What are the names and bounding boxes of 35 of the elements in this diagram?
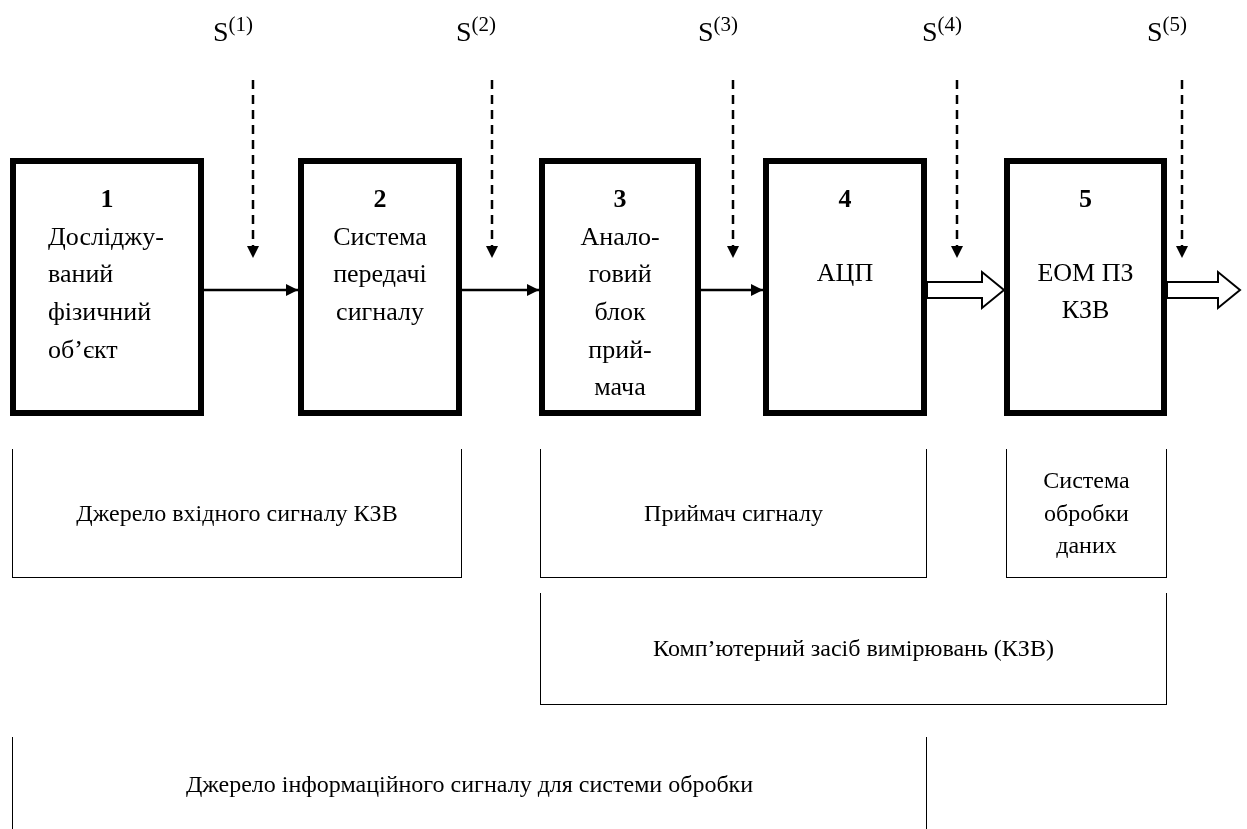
block-label: АЦП — [816, 256, 874, 289]
group-label: Приймач сигналу — [644, 498, 823, 528]
bracket-group — [1006, 449, 1167, 578]
hollow-arrow — [926, 269, 1006, 311]
process-box — [298, 158, 462, 416]
block-label: ЕОМ ПЗ КЗВ — [1036, 256, 1135, 327]
block-number: 5 — [1079, 183, 1092, 215]
group-label: Комп’ютерний засіб вимірювань (КЗВ) — [653, 634, 1054, 664]
bracket-group — [540, 449, 927, 578]
group-label: Система обробки даних — [1042, 466, 1131, 561]
block-label: Досліджу- ваний фізичний об’єкт — [47, 220, 165, 366]
signal-label: S$^{(2)}$ — [456, 18, 497, 46]
block-number: 4 — [838, 183, 852, 215]
bracket-group — [12, 449, 462, 578]
block-number: 2 — [373, 183, 387, 215]
group-label: Джерело вхідного сигналу КЗВ — [76, 498, 398, 528]
bracket-group — [12, 737, 927, 829]
block-number: 3 — [613, 183, 627, 215]
bracket-group — [540, 593, 1167, 705]
block-label: Система передачі сигналу — [332, 220, 428, 329]
hollow-arrow — [1166, 269, 1242, 311]
signal-label: S$^{(1)}$ — [213, 18, 254, 46]
signal-label: S$^{(3)}$ — [698, 18, 739, 46]
arrow — [701, 284, 763, 296]
signal-label: S$^{(4)}$ — [922, 18, 963, 46]
block-label: Анало- говий блок прий- мача — [579, 220, 661, 404]
process-box — [539, 158, 701, 416]
signal-label: S$^{(5)}$ — [1147, 18, 1188, 46]
group-label: Джерело інформаційного сигналу для системи обробки — [185, 770, 754, 800]
arrow — [462, 284, 539, 296]
block-number: 1 — [100, 183, 114, 215]
process-box — [1004, 158, 1167, 416]
process-box — [10, 158, 204, 416]
arrow — [204, 284, 298, 296]
process-box — [763, 158, 927, 416]
